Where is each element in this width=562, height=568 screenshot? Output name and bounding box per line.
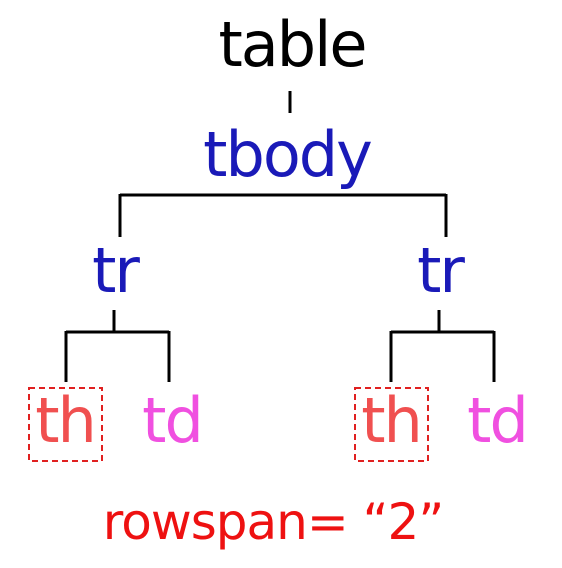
- connector-tbody-tr: [118, 193, 448, 237]
- connector-tr-right-children: [389, 310, 496, 382]
- th-right-highlight-box: [354, 387, 429, 462]
- node-tr-left: tr: [92, 234, 140, 307]
- node-tr-right: tr: [417, 234, 465, 307]
- th-left-highlight-box: [28, 387, 103, 462]
- node-tbody: tbody: [203, 118, 373, 191]
- node-th-right: th: [361, 384, 423, 457]
- node-td-left: td: [142, 384, 204, 457]
- node-td-right: td: [467, 384, 529, 457]
- rowspan-annotation: rowspan= “2”: [102, 493, 444, 551]
- connector-tr-left-children: [64, 310, 171, 382]
- node-th-left: th: [35, 384, 97, 457]
- node-table: table: [218, 8, 367, 81]
